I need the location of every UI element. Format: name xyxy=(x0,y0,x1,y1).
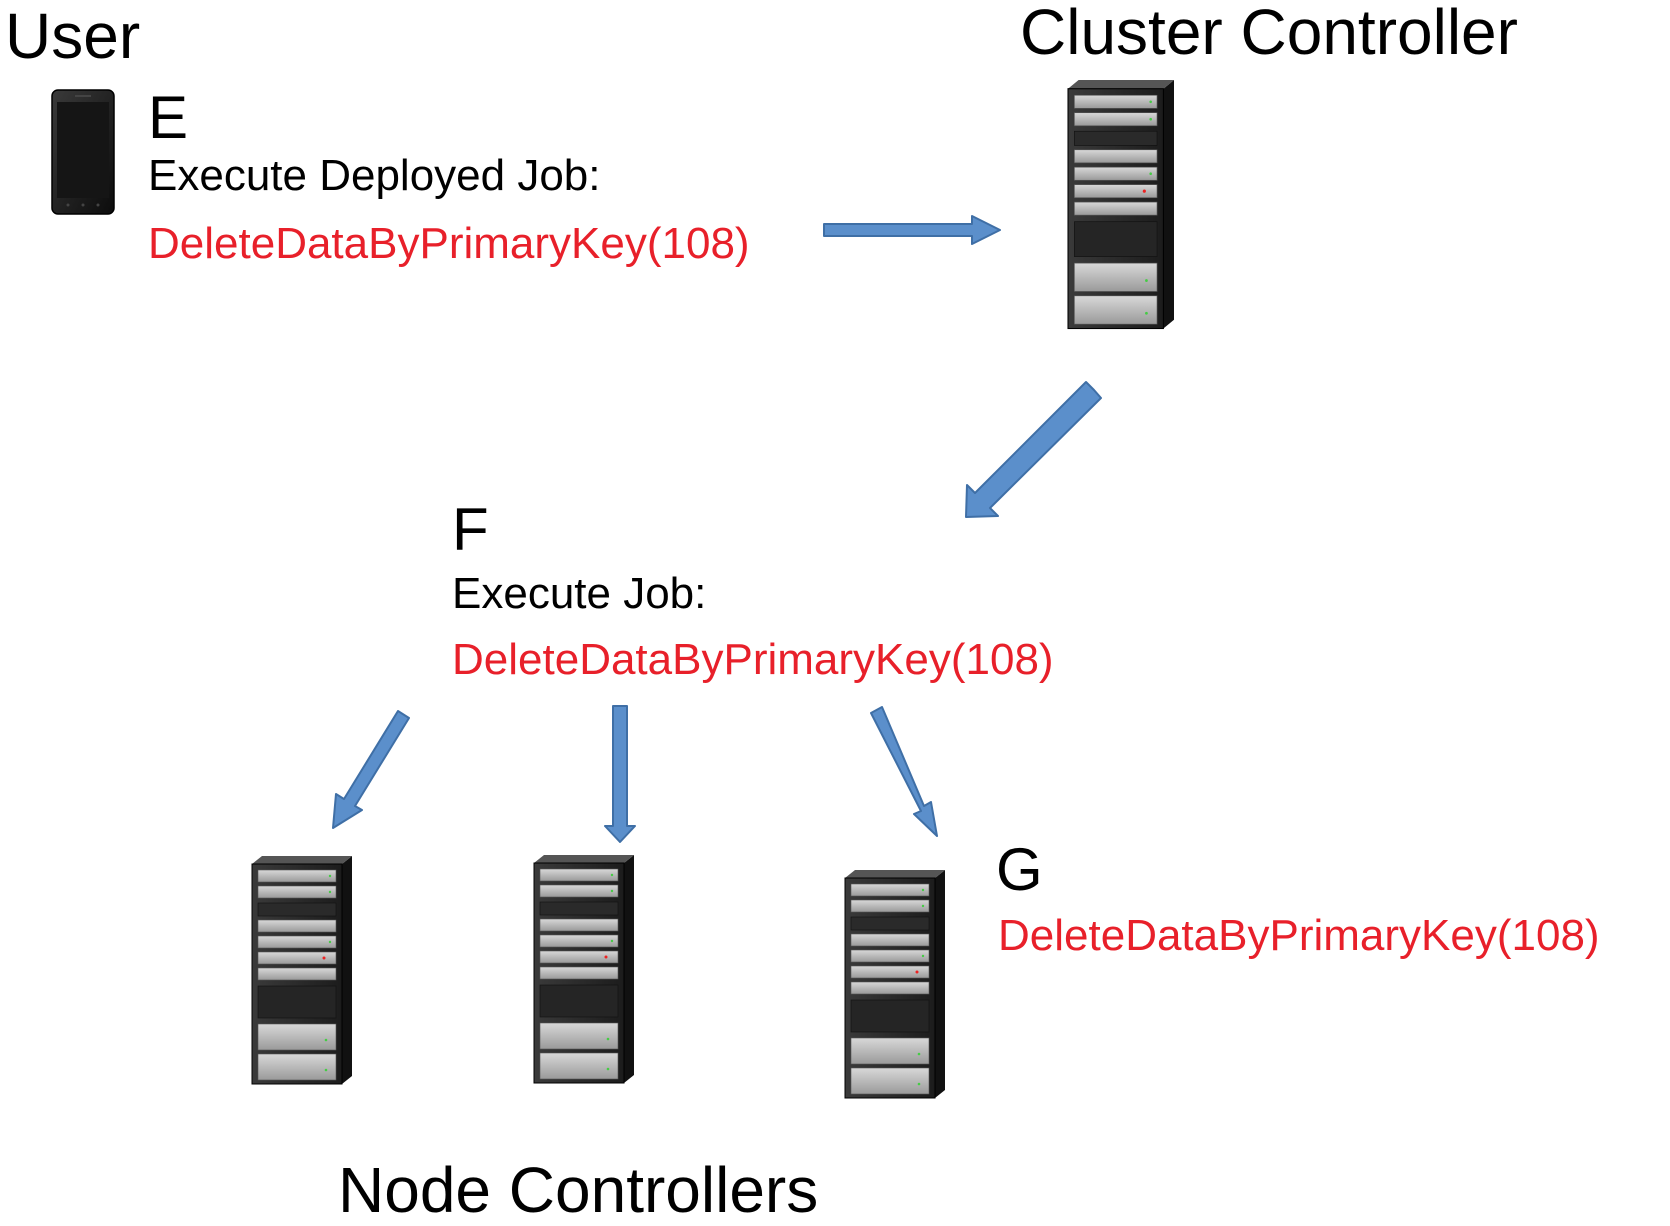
step-e-label: Execute Deployed Job: xyxy=(148,151,601,200)
arrow-f-to-node-2 xyxy=(604,705,636,843)
node-controller-server-icon xyxy=(844,869,946,1099)
step-g-call: DeleteDataByPrimaryKey(108) xyxy=(998,911,1600,960)
arrow-e-to-cluster xyxy=(823,215,1001,245)
cluster-controller-title: Cluster Controller xyxy=(1020,0,1518,68)
user-title: User xyxy=(5,0,141,72)
node-controllers-title: Node Controllers xyxy=(338,1154,819,1226)
step-e-letter: E xyxy=(148,84,189,151)
step-e-call: DeleteDataByPrimaryKey(108) xyxy=(148,219,750,268)
arrow-cluster-to-f xyxy=(965,381,1102,518)
node-controller-server-icon xyxy=(251,855,353,1085)
cluster-controller-server-icon xyxy=(1067,79,1175,330)
step-g-letter: G xyxy=(996,836,1043,903)
arrow-f-to-node-3 xyxy=(870,706,938,837)
arrow-f-to-node-1 xyxy=(332,710,410,829)
step-f-label: Execute Job: xyxy=(452,569,707,618)
step-f-letter: F xyxy=(452,496,489,563)
smartphone-icon xyxy=(51,89,115,215)
node-controller-server-icon xyxy=(533,854,635,1084)
step-f-call: DeleteDataByPrimaryKey(108) xyxy=(452,635,1054,684)
